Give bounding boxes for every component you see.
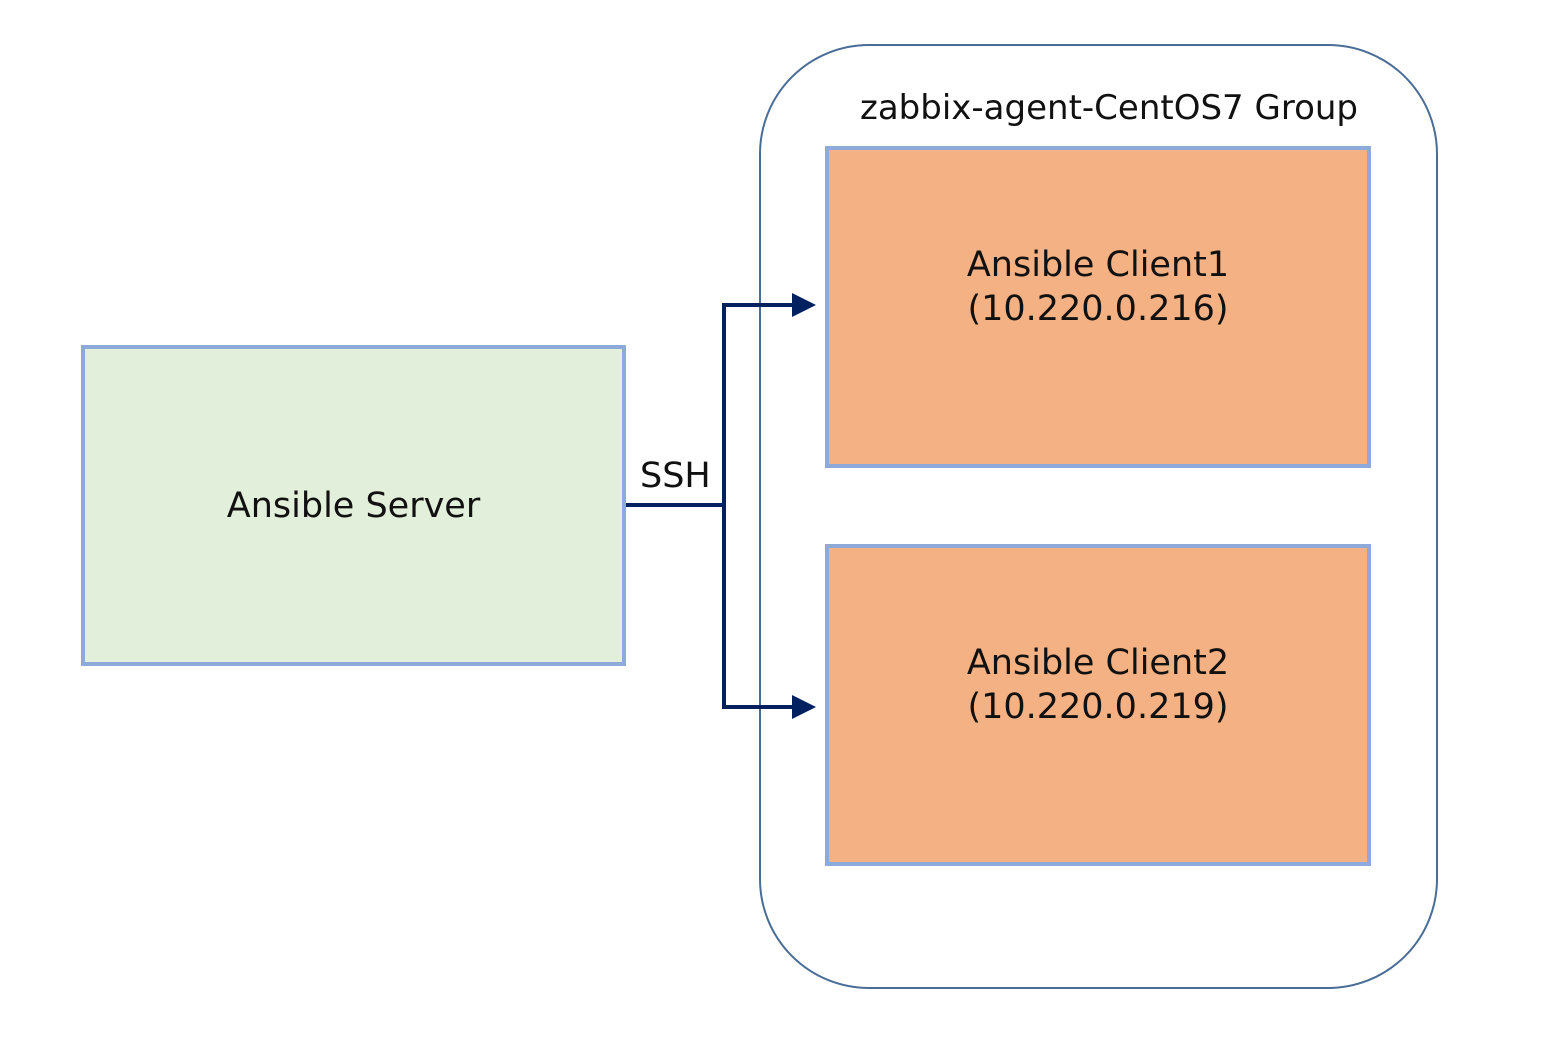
group-title: zabbix-agent-CentOS7 Group bbox=[860, 88, 1358, 128]
ssh-label: SSH bbox=[640, 456, 711, 496]
group-container bbox=[759, 44, 1438, 989]
server-label: Ansible Server bbox=[226, 485, 481, 526]
ansible-server-node: Ansible Server bbox=[81, 345, 626, 666]
ansible-client2-node: Ansible Client2 (10.220.0.219) bbox=[825, 544, 1371, 866]
ansible-client1-node: Ansible Client1 (10.220.0.216) bbox=[825, 146, 1371, 468]
client2-ip: (10.220.0.219) bbox=[967, 687, 1229, 727]
client2-name: Ansible Client2 bbox=[966, 643, 1230, 683]
client1-name: Ansible Client1 bbox=[966, 245, 1230, 285]
client1-ip: (10.220.0.216) bbox=[967, 289, 1229, 329]
